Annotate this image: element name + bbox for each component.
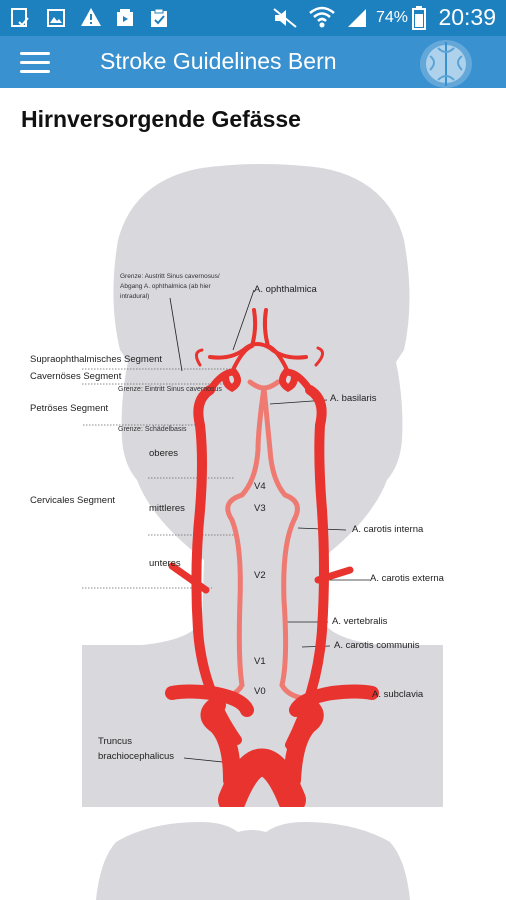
label-petroeses: Petröses Segment [30,403,109,414]
label-grenze-austritt: Grenze: Austritt Sinus cavernosus/ Abgan… [120,273,220,300]
warning-icon [81,8,101,26]
label-carotis-interna: A. carotis interna [352,524,424,535]
second-head-silhouette [96,822,410,900]
signal-icon [348,9,366,27]
label-supraophthalmisches: Supraophthalmisches Segment [30,354,163,365]
label-ophthalmica: A. ophthalmica [254,284,317,295]
notification-video-icon [117,9,133,26]
app-title: Stroke Guidelines Bern [100,48,337,74]
label-carotis-externa: A. carotis externa [370,573,444,584]
notification-report-icon [11,8,29,27]
label-mittleres: mittleres [149,503,185,514]
label-subclavia: A. subclavia [372,689,424,700]
notification-clipboard-icon [151,8,167,27]
hamburger-bar [20,61,50,64]
label-unteres: unteres [149,558,181,569]
hamburger-icon [20,52,50,55]
page-title: Hirnversorgende Gefässe [21,106,301,132]
battery-percent: 74% [375,9,408,26]
head-neck-illustration [82,164,443,807]
app-bar: Stroke Guidelines Bern [0,36,506,88]
label-v4: V4 [254,481,266,492]
menu-button[interactable] [14,46,56,78]
head-silhouette [82,164,443,807]
label-v3: V3 [254,503,266,514]
label-vertebralis: A. vertebralis [332,616,388,627]
hamburger-bar [20,70,50,73]
mute-icon [273,8,297,28]
label-v2: V2 [254,570,266,581]
label-oberes: oberes [149,448,179,459]
battery-icon [412,6,426,30]
label-grenze-eintritt: Grenze: Eintritt Sinus cavernosus [118,386,222,393]
label-basilaris: A. basilaris [330,393,377,404]
vascular-anatomy-figure: Grenze: Austritt Sinus cavernosus/ Abgan… [30,150,444,807]
label-truncus: Truncus brachiocephalicus [98,736,175,762]
status-bar: 74% 20:39 [0,0,506,36]
wifi-icon [309,6,335,28]
label-carotis-communis: A. carotis communis [334,640,420,651]
clock: 20:39 [438,4,496,30]
notification-image-icon [47,9,65,27]
label-v1: V1 [254,656,266,667]
brain-logo-icon [420,40,472,88]
label-v0: V0 [254,686,266,697]
label-cervicales: Cervicales Segment [30,495,116,506]
label-cavernoeses: Cavernöses Segment [30,371,122,382]
label-grenze-schaedel: Grenze: Schädelbasis [118,426,187,433]
